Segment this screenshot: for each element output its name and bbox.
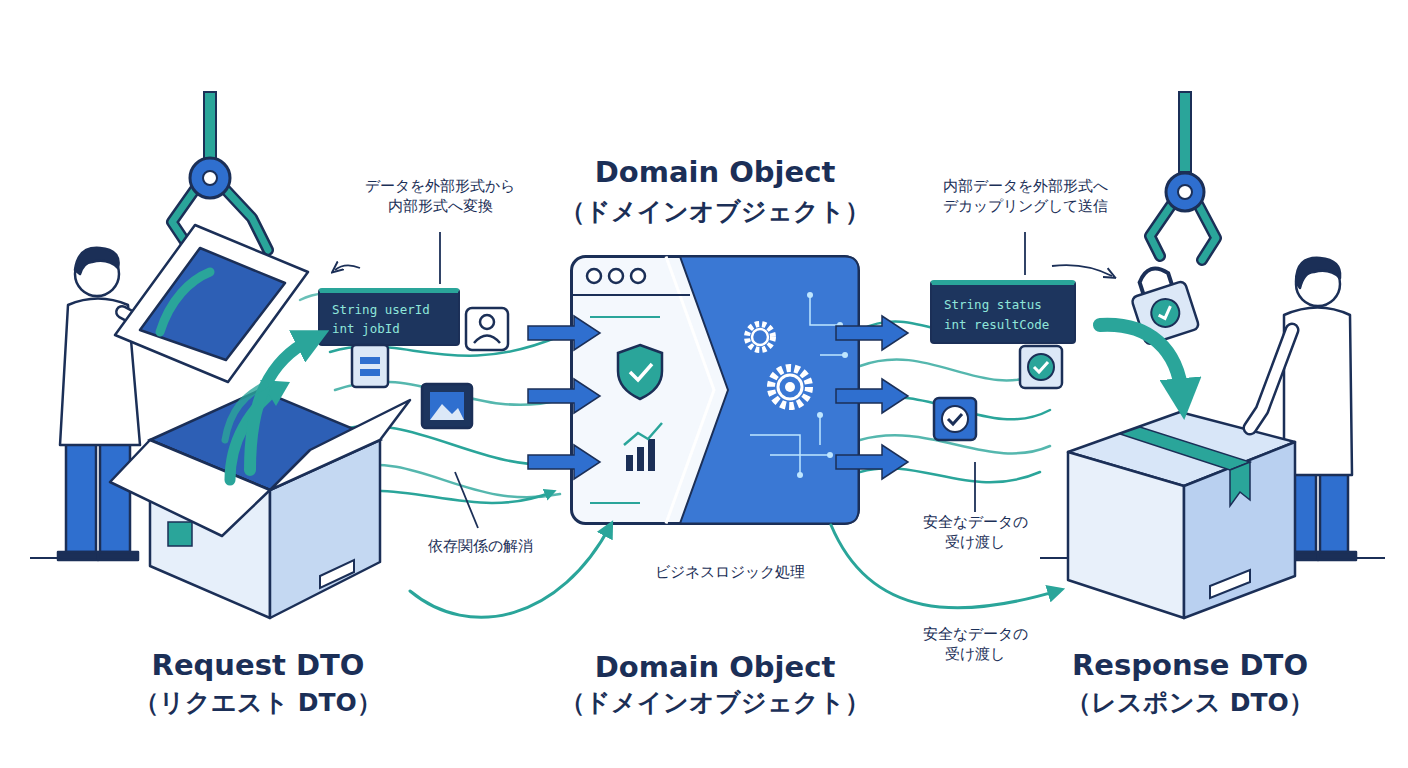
box-heading: （リクエスト DTO）	[58, 686, 458, 719]
code-box: String userId int jobId	[318, 288, 460, 346]
annotation-label: 内部データを外部形式へ デカップリングして送信	[905, 176, 1145, 217]
robot-claw	[1150, 92, 1216, 260]
annotation-label: 安全なデータの 受け渡し	[895, 512, 1055, 553]
annotation-label: ビジネスロジック処理	[640, 562, 820, 582]
box-heading: Response DTO	[990, 648, 1390, 682]
image-icon	[422, 384, 472, 428]
data-flow-lines	[860, 322, 1050, 483]
check-icon	[934, 346, 1062, 440]
section-heading: （ドメインオブジェクト）	[490, 686, 940, 720]
box-heading: Domain Object	[490, 155, 940, 189]
request-dto-box: Request DTO（リクエスト DTO）	[110, 330, 410, 620]
lock-icon	[1124, 261, 1199, 346]
person-arm	[1250, 330, 1292, 428]
leader-line	[335, 232, 1112, 528]
code-line: int jobId	[332, 321, 400, 336]
box-heading: （ドメインオブジェクト）	[490, 195, 940, 228]
document-icon	[352, 345, 388, 387]
code-line: int resultCode	[944, 317, 1049, 332]
domain-object-window: Domain Object（ドメインオブジェクト）	[570, 255, 860, 525]
code-line: String userId	[332, 302, 430, 317]
annotation-label: 安全なデータの 受け渡し	[895, 624, 1055, 665]
box-heading: Request DTO	[58, 648, 458, 682]
code-box: String status int resultCode	[930, 280, 1076, 344]
code-line: String status	[944, 297, 1042, 312]
packing-arrow	[1100, 325, 1182, 395]
box-lid	[115, 225, 308, 382]
box-heading: （レスポンス DTO）	[990, 686, 1390, 719]
annotation-label: 依存関係の解消	[390, 536, 570, 556]
domain-window	[570, 255, 860, 525]
response-dto-box: Response DTO（レスポンス DTO）	[1060, 390, 1300, 620]
annotation-label: データを外部形式から 内部形式へ変換	[330, 176, 550, 217]
robot-claw	[172, 92, 268, 252]
section-heading: Domain Object	[490, 648, 940, 687]
open-box	[110, 330, 410, 620]
closed-box	[1060, 390, 1300, 620]
user-icon	[466, 308, 508, 350]
